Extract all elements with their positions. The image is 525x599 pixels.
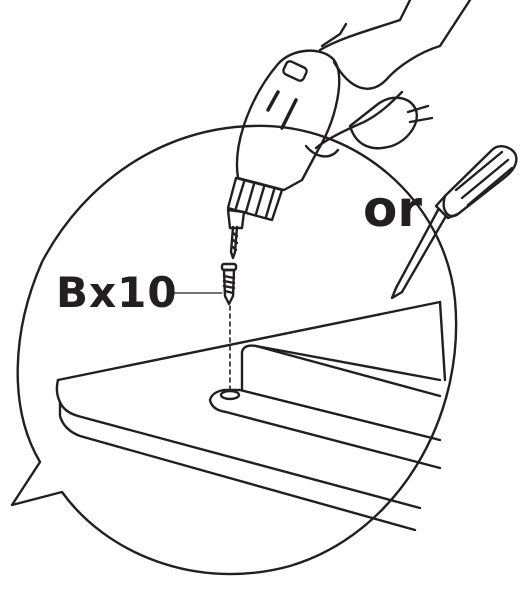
callout-bubble xyxy=(10,124,458,576)
screw-hole xyxy=(219,389,241,401)
screw-quantity-label: Bx10 xyxy=(56,268,178,317)
power-drill-icon xyxy=(226,0,472,260)
screwdriver-icon xyxy=(390,145,518,300)
leg-bracket xyxy=(208,344,442,470)
screw-icon xyxy=(220,262,238,306)
tool-alternative-label: or xyxy=(363,180,423,238)
table-top xyxy=(55,300,447,532)
